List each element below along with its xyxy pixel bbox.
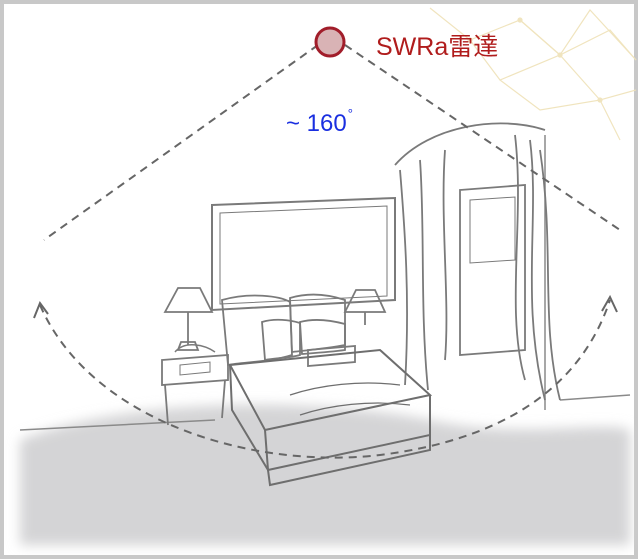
headboard [211,196,396,312]
network-pattern-decoration [429,7,637,141]
coverage-arc [39,299,611,459]
coverage-lines [39,44,621,459]
radar-device-icon [314,26,346,58]
lamp-left [163,287,214,351]
room-outline [19,135,631,431]
lamp-right [343,289,387,325]
window-curtains [394,122,561,401]
coverage-boundary-right [344,44,621,231]
coverage-angle-label: ~ 160° [286,106,353,138]
coverage-boundary-left [43,44,319,241]
nightstand [161,344,229,426]
bed [228,348,433,487]
coverage-angle-value: ~ 160 [286,110,347,137]
arrow-icon [33,294,618,319]
degree-symbol: ° [347,106,353,121]
radar-label: SWRa雷達 [376,33,499,61]
floor-shadow [20,404,630,545]
